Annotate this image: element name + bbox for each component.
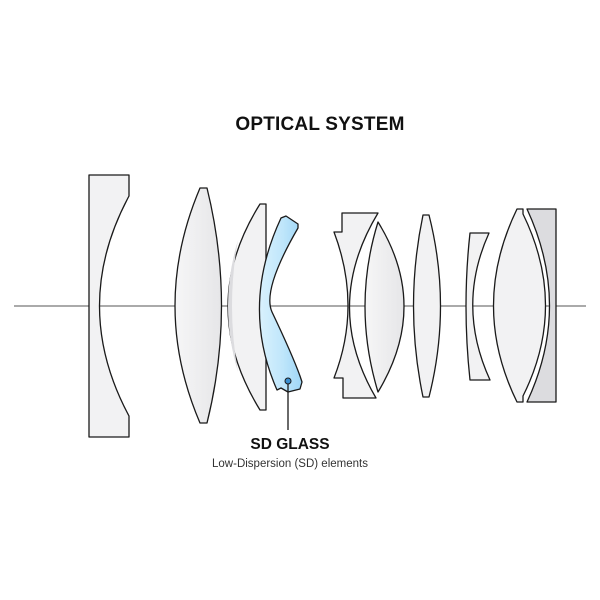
lens-element-1 <box>88 174 130 438</box>
lens-element-10 <box>526 208 557 403</box>
lens-element-2 <box>174 187 223 424</box>
lens-element-5 <box>333 212 379 399</box>
lens-element-6 <box>364 221 405 393</box>
sd-glass-label: SD GLASS <box>250 436 330 453</box>
sd-glass-callout-leader <box>284 377 292 430</box>
lens-element-8 <box>465 232 491 381</box>
sd-glass-element <box>258 215 303 393</box>
sd-glass-description: Low-Dispersion (SD) elements <box>212 458 368 470</box>
lens-element-9 <box>492 208 547 403</box>
lens-element-3-shade <box>228 240 238 372</box>
diagram-title: OPTICAL SYSTEM <box>235 114 405 135</box>
lens-element-7 <box>412 214 442 398</box>
